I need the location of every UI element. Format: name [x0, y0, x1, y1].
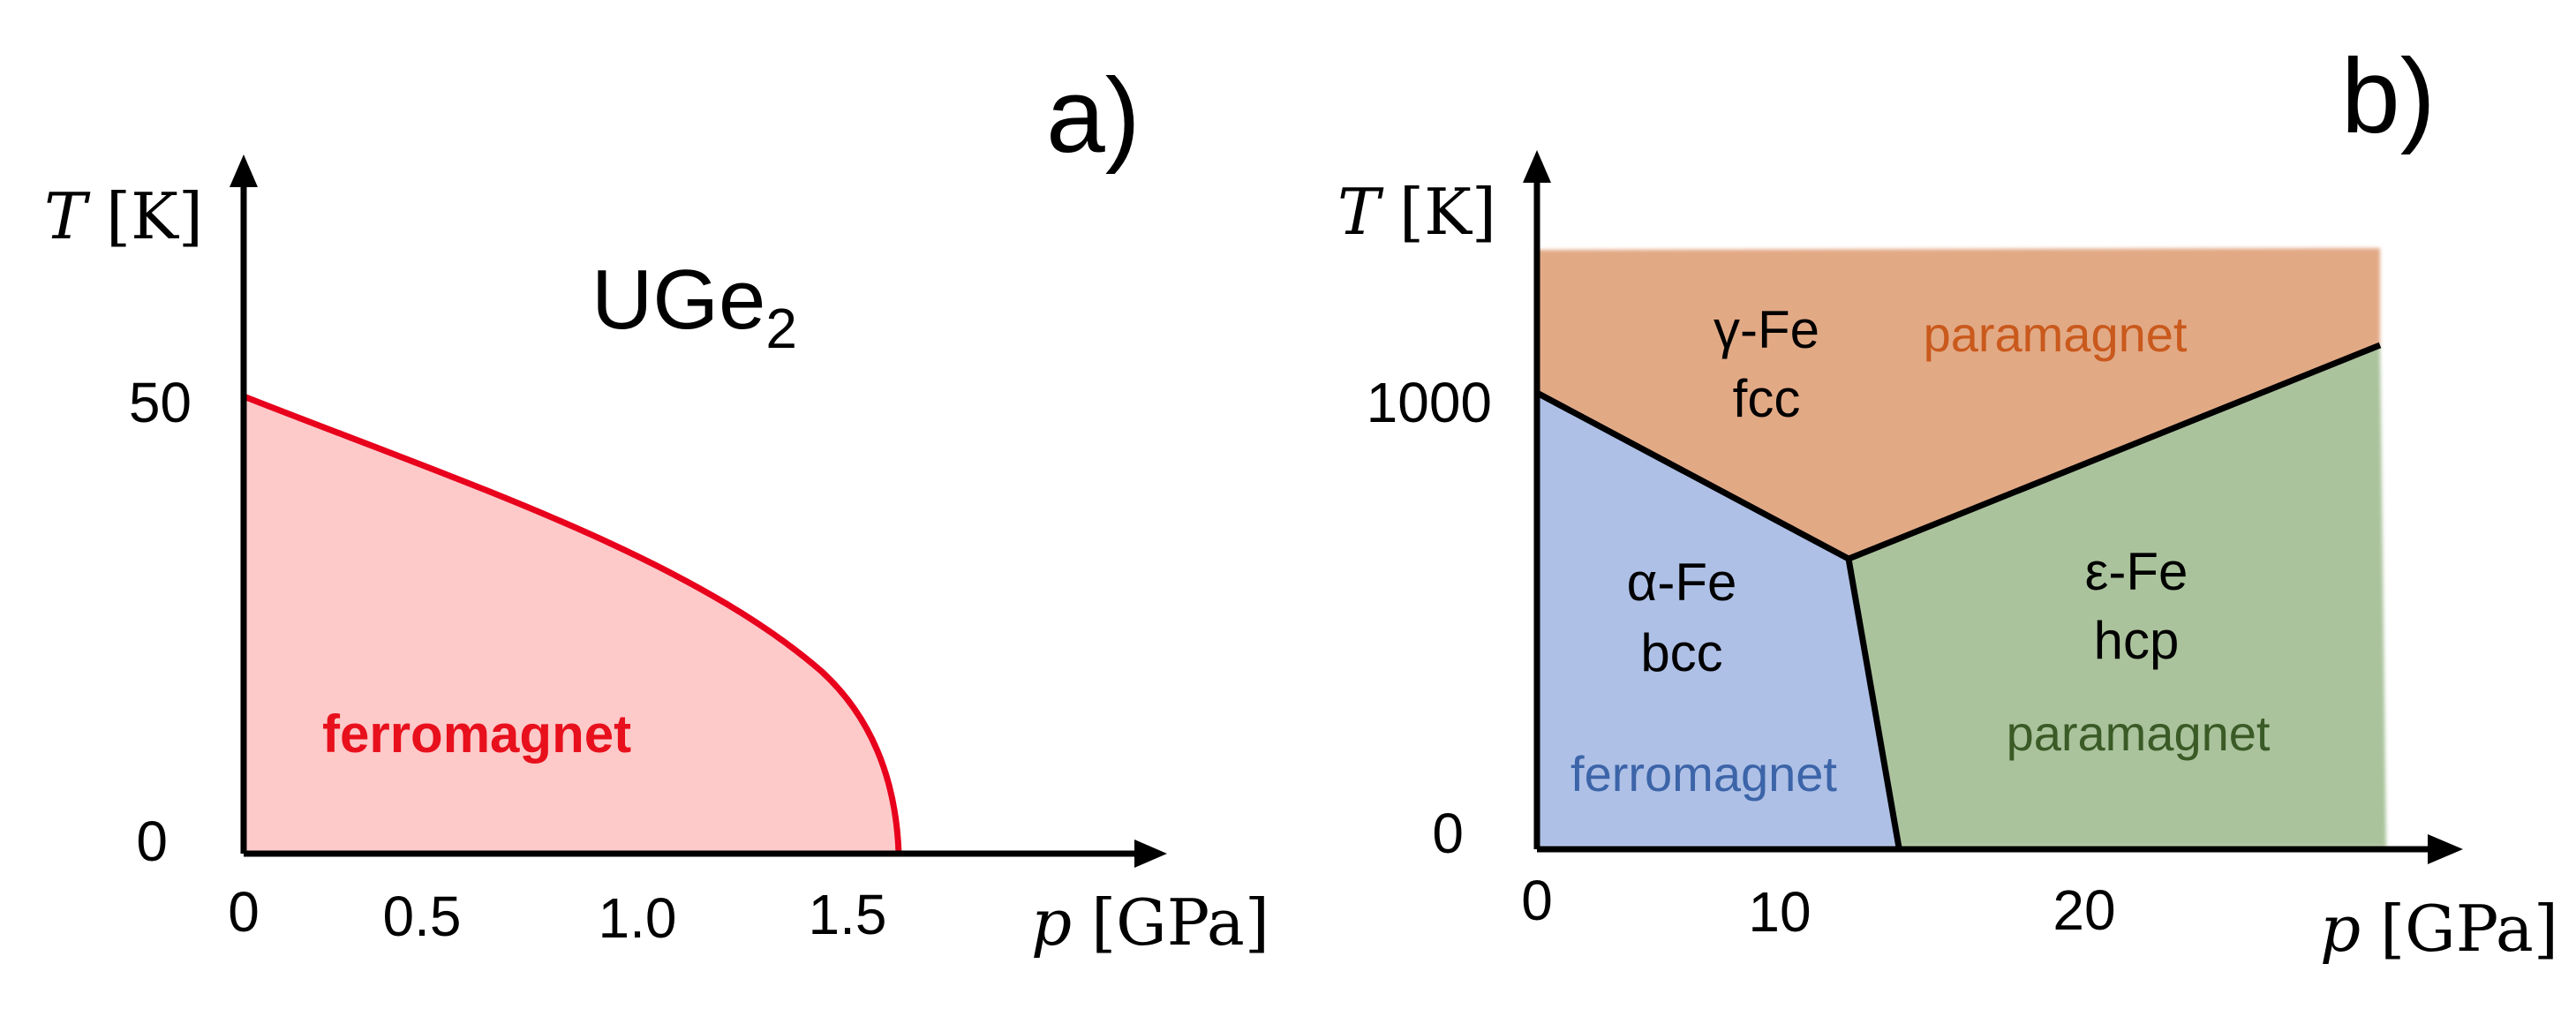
panel-b-alpha-fe-region — [1537, 393, 1899, 847]
panel-b-x-tick-0: 0 — [1521, 869, 1553, 932]
panel-b-epsilon-phase-label: ε-Fe — [2085, 542, 2188, 601]
panel-b-x-axis-arrowhead — [2428, 834, 2463, 864]
panel-b-gamma-fe-region — [1537, 248, 2380, 559]
panel-a-material-subscript: 2 — [765, 297, 797, 360]
panel-a-x-axis-arrowhead — [1134, 840, 1167, 868]
panel-a-x-tick-1.0: 1.0 — [599, 886, 677, 950]
panel-a-label: a) — [1046, 56, 1141, 175]
panel-a-x-tick-1.5: 1.5 — [809, 883, 887, 946]
panel-a-material-base: UGe — [591, 252, 765, 347]
panel-b-x-axis-symbol: p — [2320, 892, 2361, 966]
panel-a-y-tick-50: 50 — [129, 371, 192, 434]
panel-a-x-axis-label: p [GPa] — [1031, 885, 1269, 960]
panel-b-y-axis-arrowhead — [1523, 150, 1551, 183]
panel-b-boundary-alpha-epsilon — [1845, 558, 1902, 848]
panel-b-alpha-magnetism-label: ferromagnet — [1570, 746, 1837, 802]
panel-a-x-axis-unit: [GPa] — [1091, 885, 1269, 960]
panel-a-y-tick-0: 0 — [136, 809, 168, 873]
panel-b-x-axis-unit: [GPa] — [2380, 892, 2558, 966]
panel-a: a) UGe2 T[K] p [GPa] 50 0 0 0.5 1.0 1.5 f… — [44, 56, 1269, 960]
panel-b-x-axis-label: p [GPa] — [2320, 892, 2558, 966]
panel-b-epsilon-fe-region — [1849, 345, 2386, 847]
panel-a-y-axis-arrowhead — [230, 154, 258, 187]
panel-b-epsilon-magnetism-label: paramagnet — [2007, 705, 2271, 761]
panel-b-alpha-phase-label: α-Fe — [1627, 553, 1737, 612]
panel-a-x-tick-0.5: 0.5 — [383, 885, 462, 948]
panel-b-x-tick-10: 10 — [1748, 880, 1811, 944]
panel-b-y-axis-symbol: T — [1337, 175, 1384, 249]
panel-b-label: b) — [2341, 37, 2436, 155]
panel-b-y-tick-1000: 1000 — [1367, 371, 1492, 434]
panel-a-phase-label: ferromagnet — [322, 704, 631, 764]
panel-b-gamma-structure-label: fcc — [1733, 369, 1801, 428]
panel-a-x-axis-symbol: p — [1031, 885, 1072, 960]
panel-a-ferromagnet-region — [244, 396, 899, 854]
panel-b-alpha-structure-label: bcc — [1640, 623, 1722, 682]
panel-a-x-tick-0: 0 — [228, 880, 260, 944]
panel-a-material-name: UGe2 — [591, 252, 797, 360]
panel-a-y-axis-label: T[K] — [44, 179, 203, 253]
panel-a-y-axis-unit: [K] — [106, 179, 203, 253]
panel-b-epsilon-structure-label: hcp — [2094, 611, 2180, 670]
panel-b-y-tick-0: 0 — [1432, 802, 1464, 865]
panel-b-boundary-alpha-gamma — [1535, 389, 1850, 562]
panel-b-boundary-gamma-epsilon — [1847, 342, 2382, 562]
panel-b-y-axis-label: T[K] — [1337, 175, 1496, 249]
panel-b-gamma-magnetism-label: paramagnet — [1924, 306, 2188, 362]
panel-b-gamma-phase-label: γ-Fe — [1714, 300, 1819, 359]
panel-a-y-axis-symbol: T — [44, 179, 91, 253]
panel-b: b) T[K] p [GPa] 1000 0 0 10 20 γ-Fe fcc p… — [1337, 37, 2558, 966]
panel-a-phase-boundary — [242, 393, 902, 855]
panel-b-y-axis-unit: [K] — [1399, 175, 1496, 249]
panel-b-x-tick-20: 20 — [2053, 878, 2115, 942]
